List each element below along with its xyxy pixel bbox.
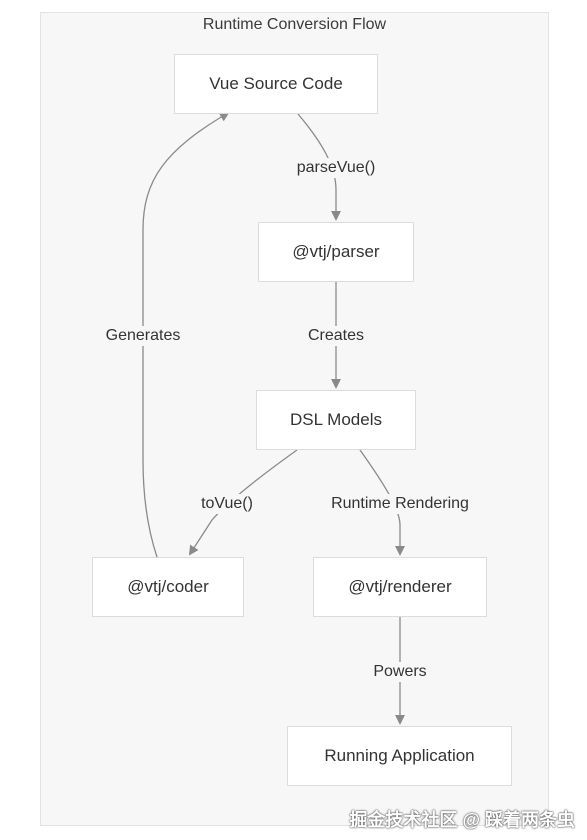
node-running-application: Running Application xyxy=(287,726,512,786)
edge-label-powers: Powers xyxy=(370,662,430,682)
edge-label-generates: Generates xyxy=(102,326,184,346)
node-dsl-models: DSL Models xyxy=(256,390,416,450)
node-vue-source: Vue Source Code xyxy=(174,54,378,114)
edge-label-tovue: toVue() xyxy=(198,494,256,514)
watermark: 掘金技术社区 @ 踩着两条虫 xyxy=(349,810,575,830)
edge-label-parse: parseVue() xyxy=(293,158,379,178)
node-parser: @vtj/parser xyxy=(258,222,414,282)
node-coder: @vtj/coder xyxy=(92,557,244,617)
edge-label-creates: Creates xyxy=(304,326,368,346)
edge-tovue xyxy=(188,449,298,556)
edge-label-runtime: Runtime Rendering xyxy=(328,494,472,514)
node-renderer: @vtj/renderer xyxy=(313,557,487,617)
edge-parse xyxy=(297,113,341,221)
diagram-title: Runtime Conversion Flow xyxy=(202,16,387,33)
edge-generates xyxy=(142,111,230,558)
